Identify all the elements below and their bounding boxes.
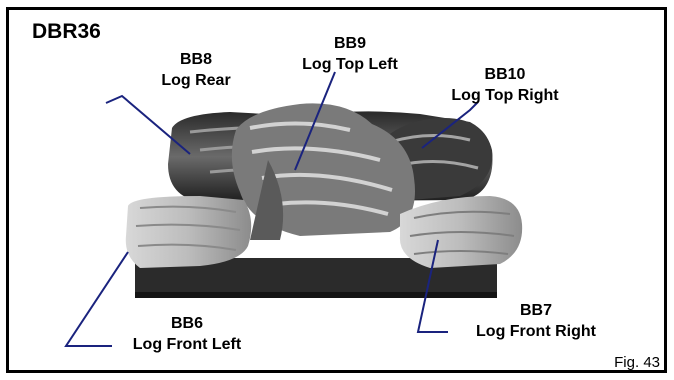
label-bb7: BB7 Log Front Right	[450, 300, 622, 342]
part-name: Log Top Right	[424, 85, 586, 106]
label-bb10: BB10 Log Top Right	[424, 64, 586, 106]
part-name: Log Front Left	[102, 334, 272, 355]
part-name: Log Rear	[146, 70, 246, 91]
part-name: Log Front Right	[450, 321, 622, 342]
figure-label: Fig. 43	[614, 354, 660, 371]
label-bb8: BB8 Log Rear	[146, 49, 246, 91]
part-code: BB7	[450, 300, 622, 321]
part-code: BB6	[102, 313, 272, 334]
grate-edge	[135, 292, 497, 298]
label-bb9: BB9 Log Top Left	[280, 33, 420, 75]
part-code: BB10	[424, 64, 586, 85]
part-code: BB9	[280, 33, 420, 54]
part-name: Log Top Left	[280, 54, 420, 75]
part-code: BB8	[146, 49, 246, 70]
label-bb6: BB6 Log Front Left	[102, 313, 272, 355]
